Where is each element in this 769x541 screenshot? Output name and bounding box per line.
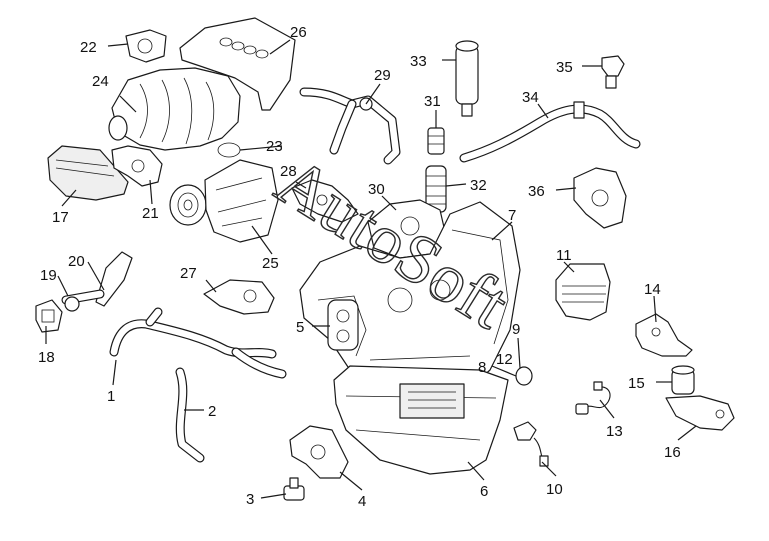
callout-27: 27 [180,265,197,282]
housing-bracket [573,167,627,229]
control-valve [111,145,163,187]
pulley-assembly [169,159,279,243]
callout-29: 29 [374,67,391,84]
breather-hose [299,87,401,165]
callout-20: 20 [68,253,85,270]
callout-15: 15 [628,375,645,392]
engine-cover [179,17,296,111]
callout-5: 5 [296,319,304,336]
sensor-bracket [291,179,359,223]
callout-10: 10 [546,481,563,498]
callout-7: 7 [508,207,516,224]
thermostat-housing [203,279,275,315]
callout-26: 26 [290,24,307,41]
callout-1: 1 [107,388,115,405]
callout-2: 2 [208,403,216,420]
callout-labels: 1 2 3 4 5 6 7 8 9 10 11 12 13 14 15 16 1… [38,24,681,510]
callout-28: 28 [280,163,297,180]
temperature-sensor [601,55,625,89]
callout-32: 32 [470,177,487,194]
coolant-pipe [459,101,641,163]
leader-lines [45,39,697,499]
cap [64,296,80,312]
seal-ring [515,366,533,386]
engine-block [299,201,521,393]
callout-25: 25 [262,255,279,272]
callout-22: 22 [80,39,97,56]
callout-4: 4 [358,493,366,510]
callout-21: 21 [142,205,159,222]
fuel-filter [455,40,479,117]
callout-30: 30 [368,181,385,198]
intake-manifold [108,67,241,151]
throttle-sensor [125,29,167,63]
callout-13: 13 [606,423,623,440]
callout-18: 18 [38,349,55,366]
callout-17: 17 [52,209,69,226]
callout-14: 14 [644,281,661,298]
oil-pump [289,425,349,479]
box-sensor [35,299,63,333]
oil-level-sensor [513,421,549,467]
bellows-sleeve [425,165,447,213]
callout-6: 6 [480,483,488,500]
callout-12: 12 [496,351,513,368]
callout-36: 36 [528,183,545,200]
callout-9: 9 [512,321,520,338]
callout-3: 3 [246,491,254,508]
water-pipe [109,307,287,379]
mount-bracket [635,313,693,357]
callout-8: 8 [478,359,486,376]
callout-34: 34 [522,89,539,106]
wired-sensor [575,381,611,415]
engine-mount [671,365,695,395]
callout-11: 11 [556,247,572,264]
pressure-sensor [283,477,305,501]
callout-33: 33 [410,53,427,70]
small-fitting [427,127,445,155]
callout-23: 23 [266,138,283,155]
shield-panel [47,145,129,201]
o-ring [217,142,241,158]
callout-35: 35 [556,59,573,76]
bypass-pipe [175,367,205,463]
callout-19: 19 [40,267,57,284]
callout-24: 24 [92,73,109,90]
oil-pan [333,365,509,475]
oil-cooler [555,263,611,321]
mount-arm [665,395,735,431]
callout-16: 16 [664,444,681,461]
callout-31: 31 [424,93,441,110]
